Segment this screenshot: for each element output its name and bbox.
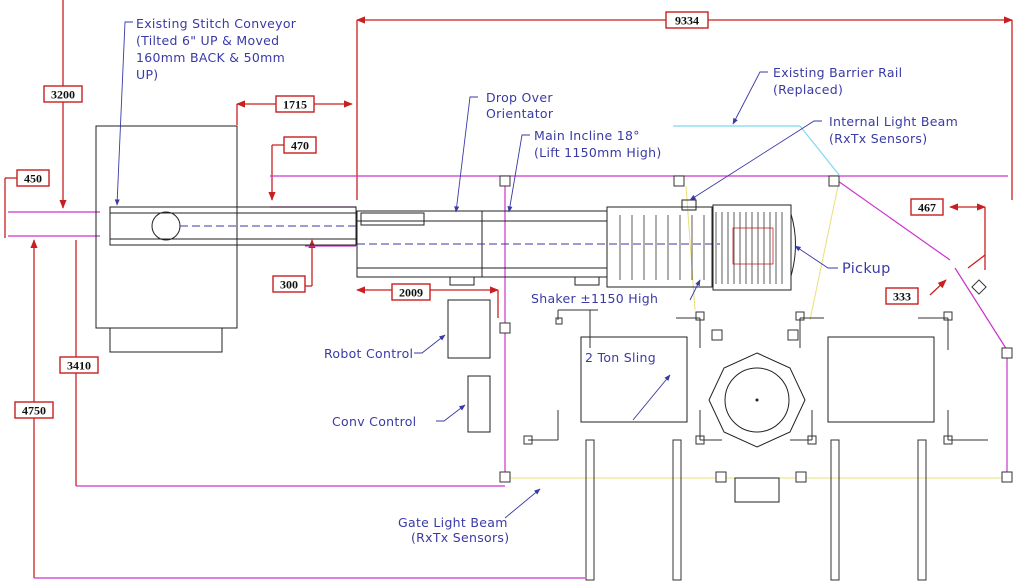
svg-text:9334: 9334 <box>675 14 699 28</box>
shaker-conveyor <box>606 199 713 288</box>
conv-control-cabinet <box>467 375 491 433</box>
sling-area <box>580 336 688 423</box>
dimension-450: 450 <box>16 169 50 187</box>
svg-text:Internal Light Beam: Internal Light Beam <box>829 114 958 129</box>
svg-text:4750: 4750 <box>22 404 46 418</box>
dimension-2009: 2009 <box>391 283 431 301</box>
svg-text:470: 470 <box>291 139 309 153</box>
light-beam-lines <box>505 185 1007 479</box>
svg-text:(RxTx Sensors): (RxTx Sensors) <box>829 131 927 146</box>
svg-text:Drop Over: Drop Over <box>486 90 553 105</box>
leader-lines <box>114 21 838 519</box>
label-sling: 2 Ton Sling <box>585 350 656 365</box>
dimension-4750: 4750 <box>14 401 54 419</box>
pallet-area-right <box>827 336 935 423</box>
label-barrier-rail: Existing Barrier Rail (Replaced) <box>773 65 902 97</box>
svg-text:160mm BACK & 50mm: 160mm BACK & 50mm <box>136 50 285 65</box>
label-gate-beam: Gate Light Beam (RxTx Sensors) <box>398 515 509 545</box>
dimension-1715: 1715 <box>275 95 315 113</box>
label-shaker: Shaker ±1150 High <box>531 291 658 306</box>
guide-brackets <box>523 309 988 581</box>
fence-posts <box>499 175 1013 483</box>
robot-control-cabinet <box>447 299 491 359</box>
svg-text:3200: 3200 <box>51 88 75 102</box>
dimension-3410: 3410 <box>59 356 99 374</box>
label-stitch-conveyor: Existing Stitch Conveyor (Tilted 6" UP &… <box>136 16 297 82</box>
svg-text:3410: 3410 <box>67 359 91 373</box>
svg-text:1715: 1715 <box>283 98 307 112</box>
label-main-incline: Main Incline 18° (Lift 1150mm High) <box>534 128 662 160</box>
svg-text:2009: 2009 <box>399 286 423 300</box>
svg-text:467: 467 <box>918 201 936 215</box>
label-internal-beam: Internal Light Beam (RxTx Sensors) <box>829 114 958 146</box>
svg-text:(Tilted 6" UP & Moved: (Tilted 6" UP & Moved <box>136 33 279 48</box>
svg-text:333: 333 <box>893 290 911 304</box>
svg-text:Main Incline 18°: Main Incline 18° <box>534 128 640 143</box>
label-drop-orientator: Drop Over Orientator <box>486 90 554 121</box>
svg-text:UP): UP) <box>136 67 158 82</box>
svg-text:Orientator: Orientator <box>486 106 554 121</box>
label-conv-control: Conv Control <box>332 414 416 429</box>
robot-base <box>708 352 806 503</box>
svg-text:450: 450 <box>24 172 42 186</box>
svg-text:Existing Stitch Conveyor: Existing Stitch Conveyor <box>136 16 297 31</box>
guard-fence-lines <box>8 175 1008 579</box>
label-pickup: Pickup <box>842 261 891 277</box>
dimension-333: 333 <box>885 287 919 305</box>
svg-text:(RxTx Sensors): (RxTx Sensors) <box>411 530 509 545</box>
dimension-470: 470 <box>283 136 317 154</box>
dimension-9334: 9334 <box>665 11 709 29</box>
pickup-conveyor <box>712 204 796 291</box>
svg-text:300: 300 <box>280 278 298 292</box>
dimension-467: 467 <box>910 198 944 216</box>
dimension-3200: 3200 <box>43 85 83 103</box>
svg-text:Gate Light Beam: Gate Light Beam <box>398 515 508 530</box>
svg-text:Existing Barrier Rail: Existing Barrier Rail <box>773 65 902 80</box>
dimension-300: 300 <box>272 275 306 293</box>
main-incline-conveyor <box>356 210 720 286</box>
svg-text:(Replaced): (Replaced) <box>773 82 843 97</box>
svg-text:(Lift 1150mm High): (Lift 1150mm High) <box>534 145 662 160</box>
dimension-lines <box>4 0 1013 578</box>
stitch-conveyor <box>95 125 357 353</box>
label-robot-control: Robot Control <box>324 346 413 361</box>
